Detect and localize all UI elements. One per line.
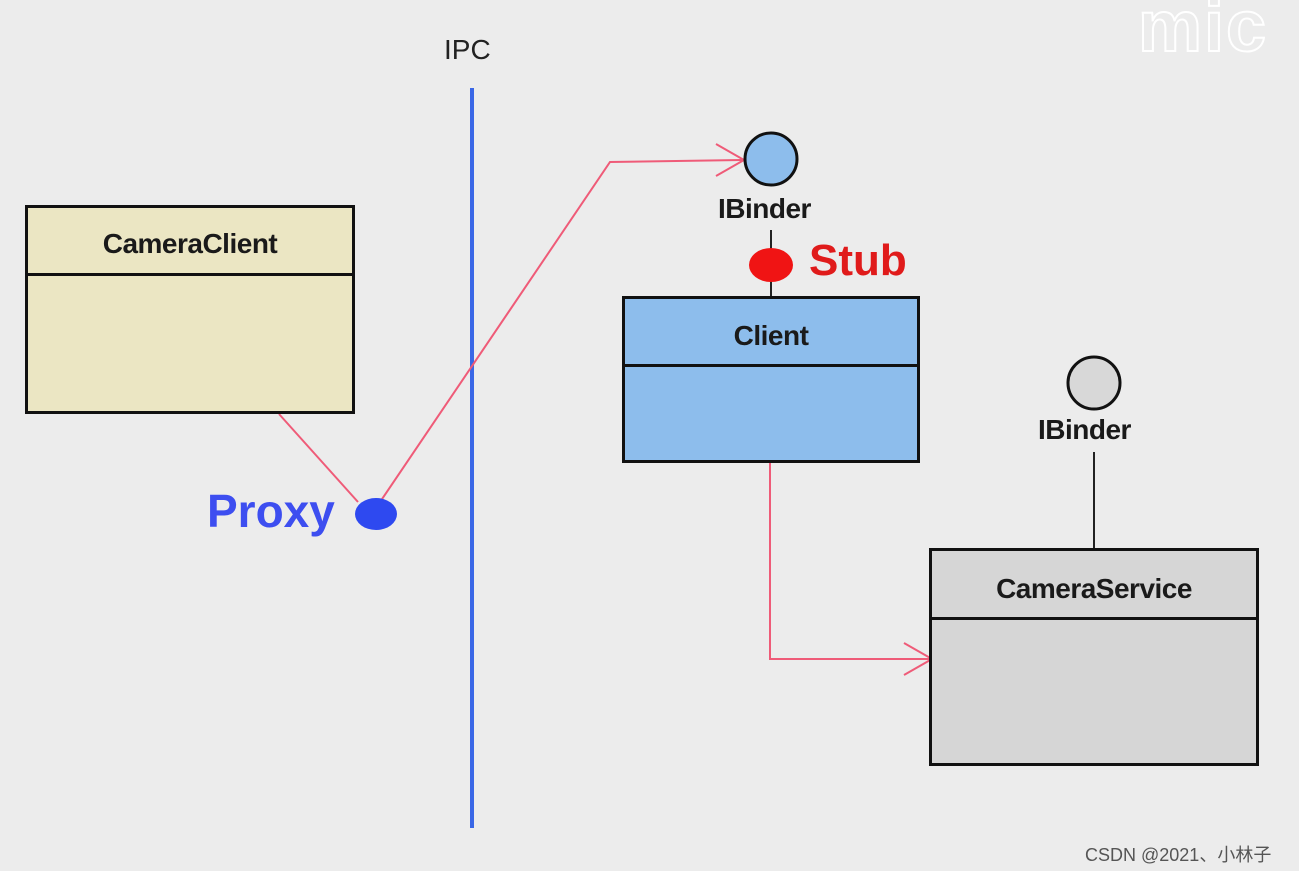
- camera-client-to-proxy-link: [278, 413, 359, 503]
- client-to-service-link: [769, 462, 930, 660]
- ibinder-top-label: IBinder: [718, 193, 811, 224]
- stub-dot: [749, 248, 793, 282]
- ibinder-right-label: IBinder: [1038, 414, 1131, 445]
- client-class-name: Client: [625, 299, 917, 367]
- proxy-to-ibinder-link: [377, 159, 743, 506]
- proxy-label: Proxy: [207, 485, 335, 537]
- ipc-label: IPC: [444, 34, 491, 65]
- proxy-dot: [355, 498, 397, 530]
- ibinder-top-circle: [743, 131, 799, 187]
- ibinder-right-circle: [1066, 355, 1122, 411]
- camera-client-class: CameraClient: [25, 205, 355, 414]
- client-class: Client: [622, 296, 920, 463]
- logo-watermark: mic: [1137, 0, 1269, 68]
- csdn-watermark: CSDN @2021、小林子: [1085, 845, 1272, 865]
- stub-label: Stub: [809, 236, 907, 285]
- camera-client-class-name: CameraClient: [28, 208, 352, 276]
- camera-service-class-name: CameraService: [932, 551, 1256, 620]
- camera-service-class: CameraService: [929, 548, 1259, 766]
